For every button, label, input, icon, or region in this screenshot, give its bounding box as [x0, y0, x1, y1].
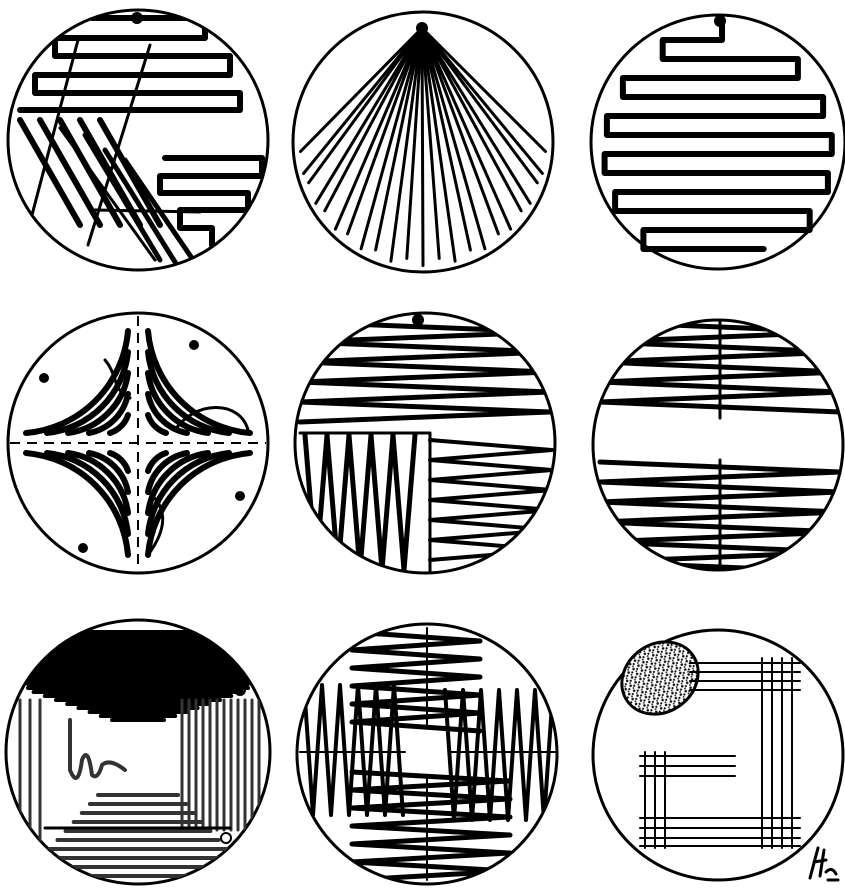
- fan-line: [361, 28, 422, 249]
- streak-path: [605, 21, 832, 249]
- fan-line: [422, 28, 423, 266]
- start-marker: [131, 12, 143, 24]
- radial-lines: [301, 28, 546, 266]
- streak-path: [20, 18, 262, 270]
- start-marker: [39, 340, 245, 553]
- start-marker: [714, 15, 726, 27]
- fan-line: [422, 28, 521, 211]
- start-marker: [412, 314, 424, 326]
- panel-8-four-way-cross: [297, 624, 557, 884]
- panel-9-bracket-lines: [593, 627, 843, 880]
- zigzag-streaks: [300, 628, 555, 880]
- panel-2-radial-fan: [293, 12, 553, 272]
- panel-5-zigzag-combo: [295, 313, 555, 575]
- dish-outline: [8, 10, 268, 270]
- signature-mark: [810, 848, 838, 880]
- panel-1-overlapping-zigzag: [8, 10, 268, 270]
- fan-line: [325, 28, 422, 211]
- speckled-patch: [608, 627, 713, 729]
- panel-7-dense-cap: [6, 620, 270, 884]
- panel-4-quadrant-loops: [8, 313, 268, 573]
- panel-6-split-zigzag: [593, 318, 843, 575]
- start-marker: [416, 22, 428, 34]
- serpentine-streak: [605, 21, 832, 249]
- panel-3-horizontal-serpentine: [591, 15, 845, 269]
- quadrant-dividers: [10, 316, 266, 570]
- streak-lines: [20, 632, 259, 876]
